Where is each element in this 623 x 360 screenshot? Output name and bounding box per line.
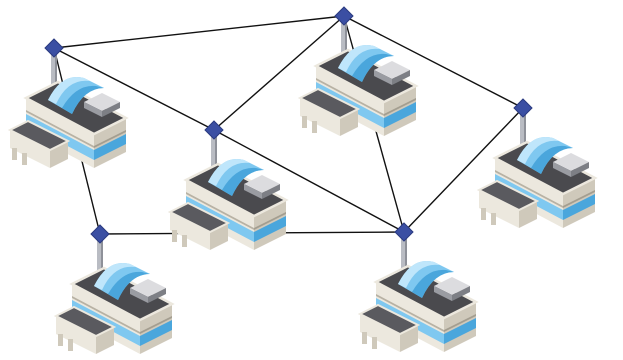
building-icon xyxy=(298,16,418,138)
link-n3-n6 xyxy=(213,129,405,233)
link-n4-n6 xyxy=(403,107,524,233)
buildings-layer xyxy=(8,16,597,356)
building-icon xyxy=(54,234,174,356)
building-icon xyxy=(168,130,288,252)
node-marker-n5[interactable] xyxy=(90,224,110,244)
link-n2-n4 xyxy=(343,15,524,109)
building-icon xyxy=(477,108,597,230)
building-icon xyxy=(8,48,128,170)
link-n1-n3 xyxy=(53,47,215,131)
link-n1-n2 xyxy=(53,15,345,49)
node-marker-n1[interactable] xyxy=(44,38,64,58)
building-icon xyxy=(358,232,478,354)
link-n2-n3 xyxy=(213,15,345,131)
